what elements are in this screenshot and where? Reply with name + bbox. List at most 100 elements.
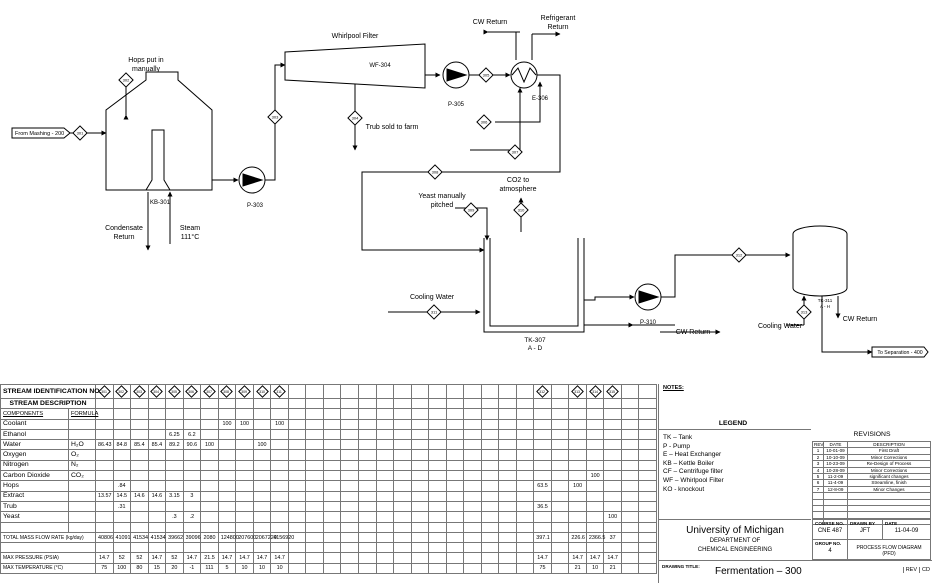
component-value [375, 490, 395, 502]
component-value [270, 439, 289, 451]
table-cell [340, 542, 359, 554]
component-value [95, 459, 114, 472]
svg-text:309: 309 [468, 208, 475, 213]
stream-id-cell: 308 [217, 384, 237, 399]
label-cw-return-mid: CW Return [676, 329, 711, 336]
component-value [463, 500, 482, 513]
table-cell [95, 397, 114, 410]
component-value [270, 449, 289, 461]
department-line-1: DEPARTMENT OF [709, 538, 761, 544]
stream-tag-badge: 306 [185, 385, 199, 398]
component-value [95, 500, 114, 513]
component-value [217, 428, 237, 441]
component-value: 63.5 [533, 480, 552, 492]
pressure-row-value: 14.7 [585, 552, 605, 564]
label-yeast: Yeast manually [418, 193, 466, 200]
component-value [533, 418, 552, 430]
table-cell [165, 542, 184, 554]
component-value [95, 511, 114, 523]
component-value [130, 459, 149, 472]
revision-cell: 10-01-09 [823, 447, 848, 455]
component-value [585, 428, 605, 441]
stream-id-cell [305, 384, 324, 399]
component-value [533, 511, 552, 523]
component-value [498, 490, 517, 502]
component-value [498, 418, 517, 430]
stream-id-cell [550, 384, 570, 399]
component-value [287, 511, 307, 523]
component-value [498, 439, 517, 451]
label-yeast-pitched: pitched [431, 202, 454, 209]
revision-row [812, 504, 931, 513]
stream-tag-badge: 313 [571, 385, 584, 398]
component-value [340, 511, 359, 523]
component-value [428, 490, 447, 502]
hx-306-shape [510, 61, 538, 89]
stream-id-cell [287, 384, 307, 399]
legend-item: P - Pump [663, 442, 690, 450]
kettle-reboiler-shape [145, 129, 171, 191]
component-value [357, 470, 377, 482]
feed-arrow-shape [11, 127, 71, 139]
component-value: 100 [270, 418, 289, 430]
component-value: 3 [182, 490, 202, 502]
svg-text:302: 302 [123, 78, 130, 83]
component-value: 100 [200, 439, 219, 451]
stream-tag-badge: 305 [168, 385, 181, 398]
mass-flow-row-value [428, 531, 447, 544]
component-value [463, 521, 482, 533]
label-trub-sold: Trub sold to farm [366, 124, 419, 131]
component-value [112, 418, 132, 430]
component-value [410, 418, 430, 430]
stream-tag-text: 309 [240, 389, 247, 394]
pressure-row-value [638, 552, 657, 564]
drawing-title-label: DRAWING TITLE: [662, 564, 700, 569]
component-value [603, 418, 622, 430]
component-value [620, 470, 640, 482]
component-value [498, 470, 517, 482]
component-value [235, 459, 254, 472]
component-value [585, 418, 605, 430]
component-value [270, 490, 289, 502]
component-value [393, 428, 412, 441]
component-value [235, 470, 254, 482]
svg-text:310: 310 [518, 208, 525, 213]
table-cell [445, 542, 465, 554]
component-value [322, 449, 342, 461]
course-no-label: COURSE NO. [815, 521, 845, 526]
component-name: Yeast [0, 511, 69, 523]
component-value [603, 449, 622, 461]
component-value [585, 490, 605, 502]
stream-id-cell [498, 384, 517, 399]
table-cell [200, 408, 219, 420]
component-value [533, 428, 552, 441]
pressure-row-value [375, 552, 395, 564]
stream-id-cell: 307 [200, 384, 219, 399]
drawing-type-cell: PROCESS FLOW DIAGRAM (PFD) [847, 539, 931, 560]
component-value: 90.6 [182, 439, 202, 451]
component-value [480, 480, 500, 492]
stream-id-cell: 306 [182, 384, 202, 399]
component-value [305, 500, 324, 513]
component-value [480, 490, 500, 502]
component-value [147, 449, 167, 461]
table-cell [550, 408, 570, 420]
table-cell [393, 408, 412, 420]
component-value [498, 428, 517, 441]
label-condensate-return: Return [113, 234, 134, 241]
component-name: Water [0, 439, 69, 451]
component-value [252, 500, 272, 513]
component-formula [68, 521, 96, 533]
mass-flow-row-value [515, 531, 535, 544]
mass-flow-row-value: 40806 [95, 531, 114, 544]
stream-tag-312: 312 [731, 247, 747, 263]
pressure-row-value [428, 552, 447, 564]
label-steam-temp: 111°C [181, 233, 200, 241]
component-value [200, 470, 219, 482]
temperature-row-value [445, 562, 465, 575]
component-value [375, 500, 395, 513]
